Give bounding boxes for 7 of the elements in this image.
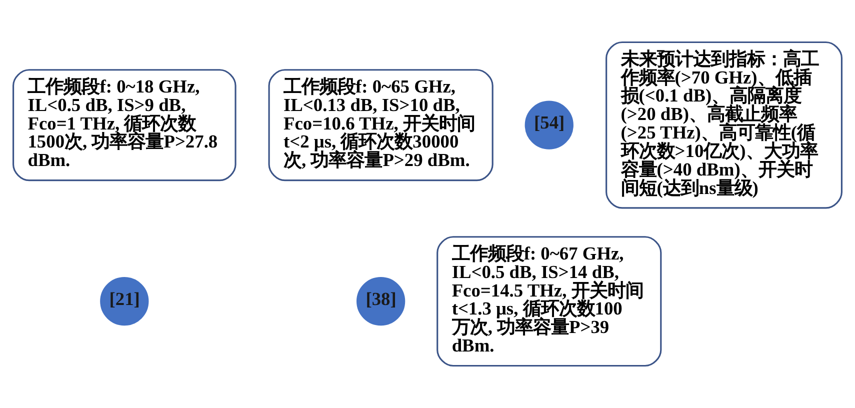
node-box: 未来预计达到指标：高工作频率(>70 GHz)、低插损(<0.1 dB)、高隔离度(>20 dB)、高截止频率(>25 THz)、高可靠性(循环次数>10亿次)、大功率容量(>40 dBm)、开关时间短(达到ns量级) [606,41,842,209]
node-box: 工作频段f: 0~65 GHz, IL<0.13 dB, IS>10 dB, Fco=10.6 THz, 开关时间t<2 μs, 循环次数30000次, 功率容量P>29 dBm. [268,69,494,182]
node-circle: [54] [524,100,574,150]
node-box: 工作频段f: 0~18 GHz, IL<0.5 dB, IS>9 dB, Fco=1 THz, 循环次数1500次, 功率容量P>27.8 dBm. [12,69,236,182]
node-circle: [21] [100,276,149,326]
node-box: 工作频段f: 0~67 GHz, IL<0.5 dB, IS>14 dB, Fco=14.5 THz, 开关时间t<1.3 μs, 循环次数100万次, 功率容量P>39 dBm. [436,236,662,367]
node-circle: [38] [356,276,406,326]
